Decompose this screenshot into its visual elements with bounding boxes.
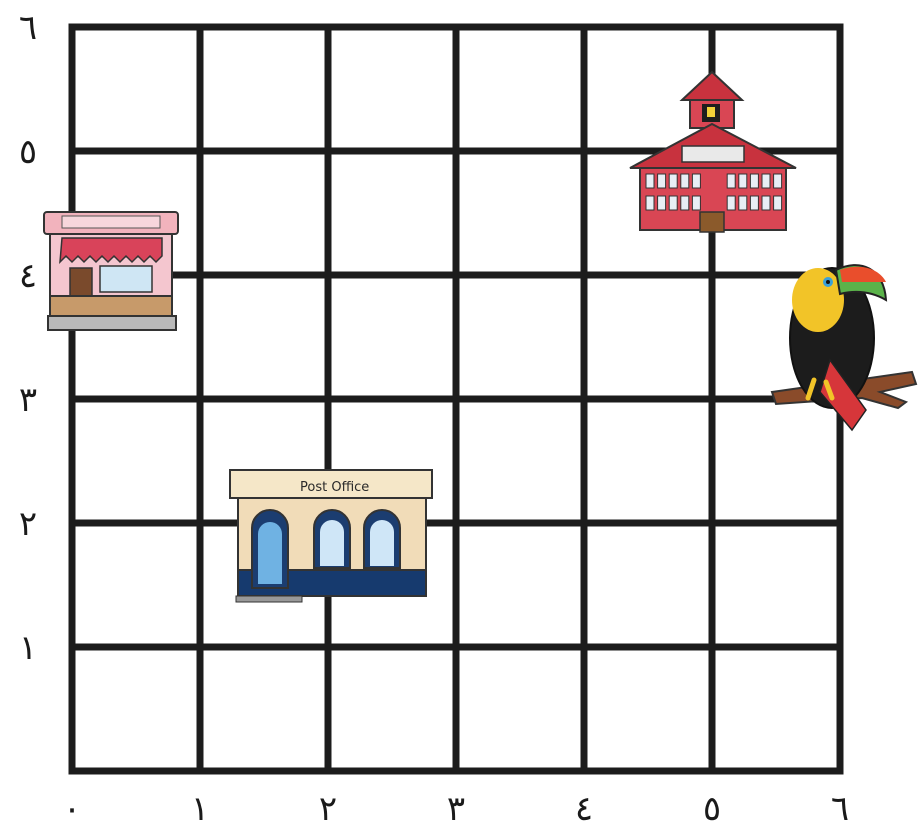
y-tick-label: ٤ <box>19 256 37 296</box>
x-tick-label: ٣ <box>447 789 465 829</box>
x-axis-labels: ٠ ١ ٢ ٣ ٤ ٥ ٦ <box>63 789 849 829</box>
x-tick-label: ٦ <box>831 789 849 829</box>
y-tick-label: ٦ <box>19 8 37 48</box>
x-tick-label: ٢ <box>319 789 337 829</box>
x-tick-label: ٤ <box>575 789 593 829</box>
x-tick-label: ٠ <box>63 789 81 829</box>
post-office-sign: Post Office <box>300 480 369 495</box>
post-office-icon: Post Office <box>230 470 432 602</box>
y-tick-label: ٢ <box>19 504 37 544</box>
y-tick-label: ٥ <box>19 132 37 172</box>
x-tick-label: ١ <box>191 789 209 829</box>
shop-icon <box>44 212 178 330</box>
y-tick-label: ٣ <box>19 380 37 420</box>
y-axis-labels: ١ ٢ ٣ ٤ ٥ ٦ <box>19 8 37 668</box>
x-tick-label: ٥ <box>703 789 721 829</box>
y-tick-label: ١ <box>19 628 37 668</box>
toucan-icon <box>772 265 916 430</box>
